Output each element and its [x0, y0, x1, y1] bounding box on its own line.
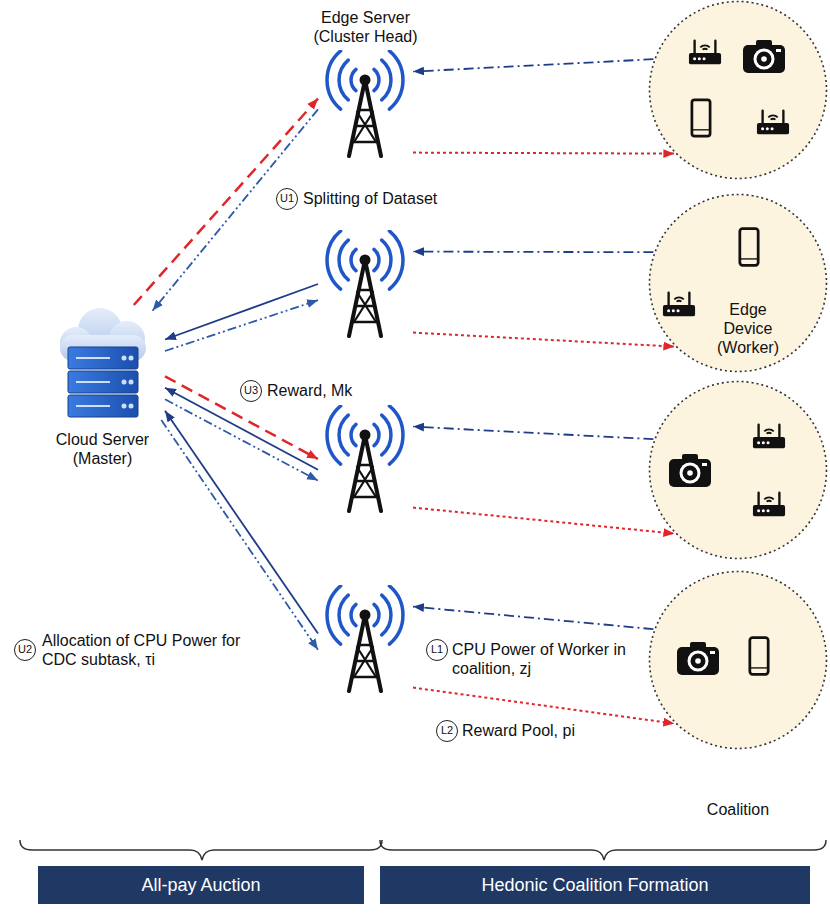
node-label: Cloud Server (Master) [28, 430, 177, 468]
dataset-arrow [165, 399, 318, 480]
reward-pool-arrow [413, 688, 674, 724]
coalition-circle: Coalition [648, 570, 828, 750]
reward-pool-arrow [413, 153, 674, 154]
section-band: Hedonic Coalition Formation [380, 866, 810, 904]
step-label: Allocation of CPU Power for CDC subtask,… [42, 631, 242, 669]
router-icon [689, 41, 721, 65]
step-label: CPU Power of Worker in coalition, zj [452, 640, 627, 678]
camera-icon [669, 454, 711, 487]
dataset-arrow [165, 300, 318, 351]
router-icon [753, 425, 785, 449]
worker-cpu-arrow [413, 607, 653, 630]
node-label: Edge Device (Worker) [708, 300, 788, 357]
edge-server-tower: Edge Server (Cluster Head) [318, 50, 413, 158]
coalition-outline [648, 380, 828, 560]
cpu-allocation-arrow [165, 284, 318, 340]
camera-icon [677, 642, 719, 675]
coalition-outline [648, 570, 828, 750]
worker-cpu-arrow [413, 59, 653, 71]
edge-server-tower [318, 405, 413, 513]
coalition-outline [650, 2, 827, 179]
step-label: Splitting of Dataset [303, 189, 437, 208]
worker-cpu-arrow [413, 427, 653, 440]
reward-pool-arrow [413, 508, 674, 534]
callout-number: U3 [240, 380, 262, 402]
coalition-outline [650, 382, 827, 559]
router-icon [753, 493, 785, 517]
tower-icon [327, 51, 403, 156]
callout-number: L1 [426, 639, 448, 661]
band-title: All-pay Auction [141, 874, 260, 896]
coalition-outline [650, 195, 827, 372]
tower-icon [327, 586, 403, 691]
camera-icon [743, 40, 785, 73]
coalition-circle [648, 0, 828, 180]
brace [20, 840, 826, 860]
tower-icon [327, 231, 403, 336]
worker-cpu-arrow [413, 251, 653, 253]
router-icon [663, 293, 695, 317]
phone-icon [740, 229, 758, 266]
callout-number: L2 [436, 720, 458, 742]
edge-server-tower [318, 230, 413, 338]
step-label: Reward Pool, pi [462, 721, 575, 740]
callout-number: U1 [276, 188, 298, 210]
phone-icon [750, 638, 768, 675]
step-label: Reward, Mk [267, 381, 352, 400]
edge-server-tower [318, 585, 413, 693]
callout-number: U2 [14, 639, 36, 661]
section-band: All-pay Auction [38, 866, 364, 904]
reward-arrow [134, 99, 318, 305]
dataset-arrow [153, 109, 319, 310]
coalition-circle [648, 380, 828, 560]
cpu-allocation-arrow [165, 411, 318, 634]
dataset-arrow [161, 420, 318, 650]
reward-pool-arrow [413, 333, 674, 347]
node-label: Coalition [648, 800, 828, 819]
coalition-outline [650, 572, 827, 749]
router-icon [757, 111, 789, 135]
tower-icon [327, 406, 403, 511]
cloud-server: Cloud Server (Master) [40, 305, 165, 420]
cloud-server-icon [60, 308, 146, 417]
node-label: Edge Server (Cluster Head) [300, 8, 431, 46]
band-title: Hedonic Coalition Formation [481, 874, 708, 896]
phone-icon [692, 100, 710, 136]
coalition-circle: Edge Device (Worker) [648, 193, 828, 373]
coalition-outline [648, 0, 828, 180]
